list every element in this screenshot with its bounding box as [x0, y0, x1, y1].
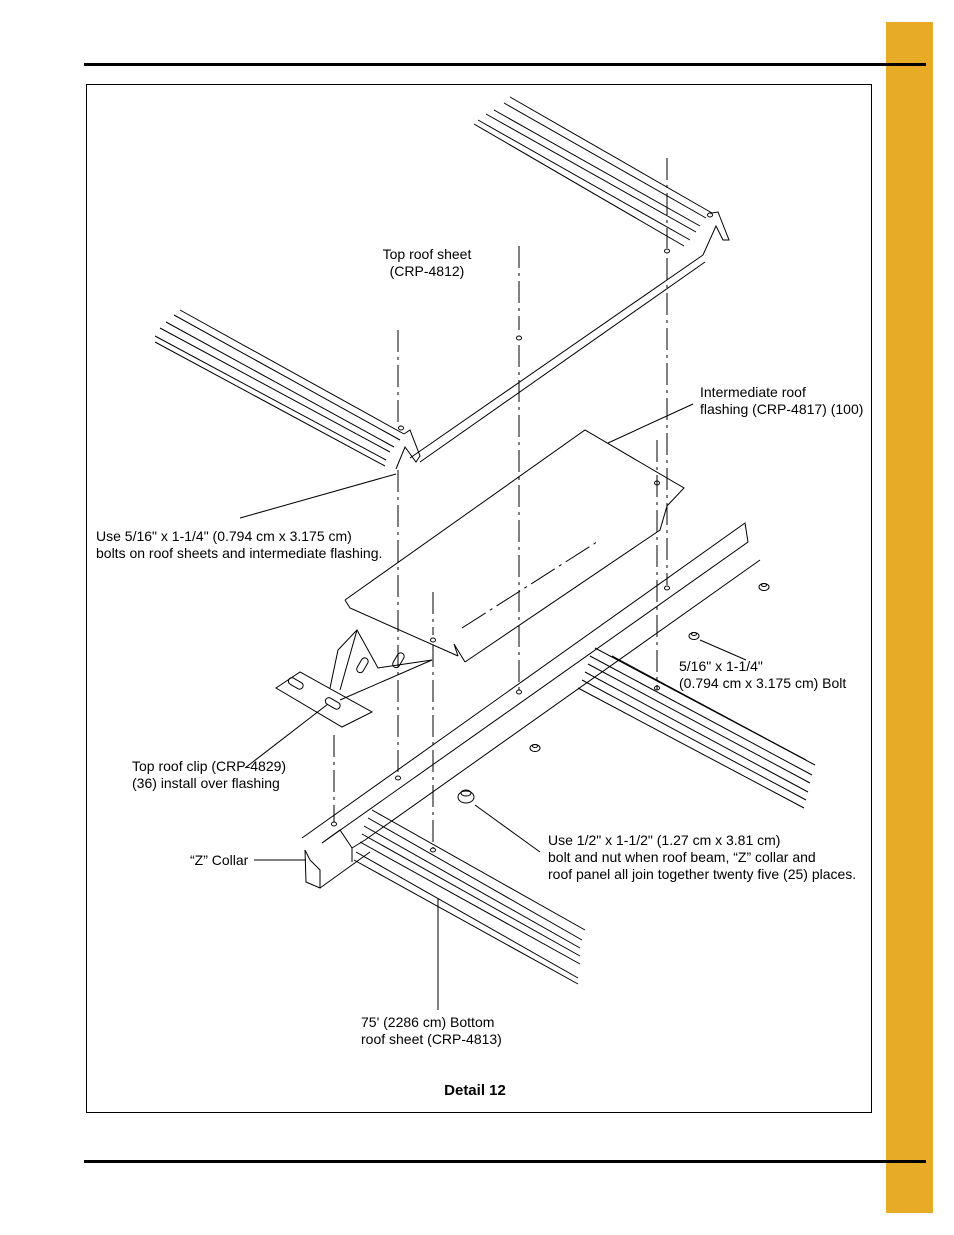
roof-beam-right [577, 647, 816, 809]
top-roof-sheet-upper [473, 96, 730, 256]
alignment-guides [333, 158, 668, 848]
section-tab [886, 22, 933, 1213]
label-top-roof-sheet: Top roof sheet (CRP-4812) [382, 246, 472, 279]
detail-caption: Detail 12 [444, 1082, 506, 1099]
label-small-bolt: 5/16" x 1-1/4" (0.794 cm x 3.175 cm) Bol… [679, 658, 847, 691]
header-rule [84, 63, 926, 66]
top-roof-sheet-body [409, 254, 706, 463]
label-roof-sheet-bolts: Use 5/16" x 1-1/4" (0.794 cm x 3.175 cm)… [96, 528, 383, 561]
footer-rule [84, 1160, 926, 1163]
label-intermediate-flashing: Intermediate roof flashing (CRP-4817) (1… [700, 384, 864, 417]
label-top-roof-clip: Top roof clip (CRP-4829) (36) install ov… [132, 758, 287, 791]
bolt-heads [457, 583, 770, 804]
z-collar [301, 522, 761, 889]
diagram-frame [86, 84, 872, 1113]
label-bottom-roof-sheet: 75' (2286 cm) Bottom roof sheet (CRP-481… [361, 1014, 502, 1047]
top-roof-clip [275, 629, 433, 728]
intermediate-flashing [344, 429, 685, 663]
label-z-collar: “Z” Collar [190, 852, 249, 868]
bolt-holes [331, 212, 713, 853]
bottom-roof-sheet [353, 809, 586, 985]
leader-lines [239, 403, 747, 1010]
top-roof-sheet-lower [154, 309, 421, 470]
label-large-bolt: Use 1/2" x 1-1/2" (1.27 cm x 3.81 cm) bo… [548, 832, 857, 882]
